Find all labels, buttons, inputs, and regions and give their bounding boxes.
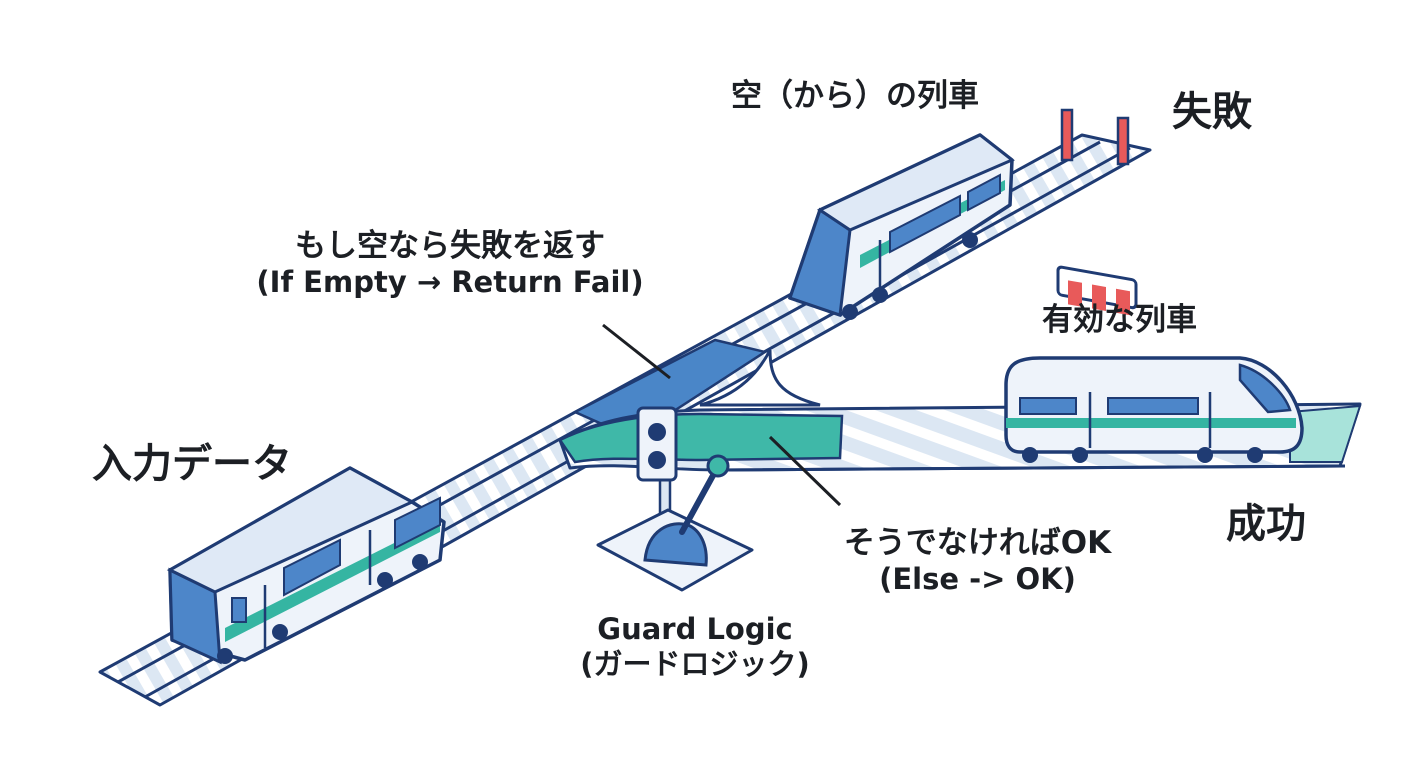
guard-condition-label: もし空なら失敗を返す (If Empty → Return Fail) xyxy=(230,228,670,300)
lever-icon xyxy=(596,454,754,592)
barrier-icon xyxy=(1056,108,1138,316)
guard-condition-jp: もし空なら失敗を返す xyxy=(295,228,605,264)
else-label: そうでなければOK (Else -> OK) xyxy=(800,525,1155,597)
guard-condition-en: (If Empty → Return Fail) xyxy=(256,265,644,300)
valid-train xyxy=(1004,356,1304,463)
valid-train-label: 有効な列車 xyxy=(1042,302,1197,338)
success-path-highlight xyxy=(558,412,844,464)
success-label: 成功 xyxy=(1226,501,1306,547)
signal-icon xyxy=(636,406,678,550)
fail-label: 失敗 xyxy=(1172,89,1252,135)
input-data-label: 入力データ xyxy=(92,441,292,487)
guard-logic-en: Guard Logic xyxy=(597,612,793,646)
guard-logic-label: Guard Logic (ガードロジック) xyxy=(545,612,845,682)
else-en: (Else -> OK) xyxy=(879,562,1076,597)
input-train xyxy=(166,466,446,665)
guard-logic-jp: (ガードロジック) xyxy=(580,646,810,681)
guard-condition-pointer xyxy=(602,323,671,380)
empty-train xyxy=(788,133,1015,320)
empty-train-label: 空（から）の列車 xyxy=(731,78,979,114)
else-pointer xyxy=(768,435,842,507)
else-jp: そうでなければOK xyxy=(843,525,1112,561)
